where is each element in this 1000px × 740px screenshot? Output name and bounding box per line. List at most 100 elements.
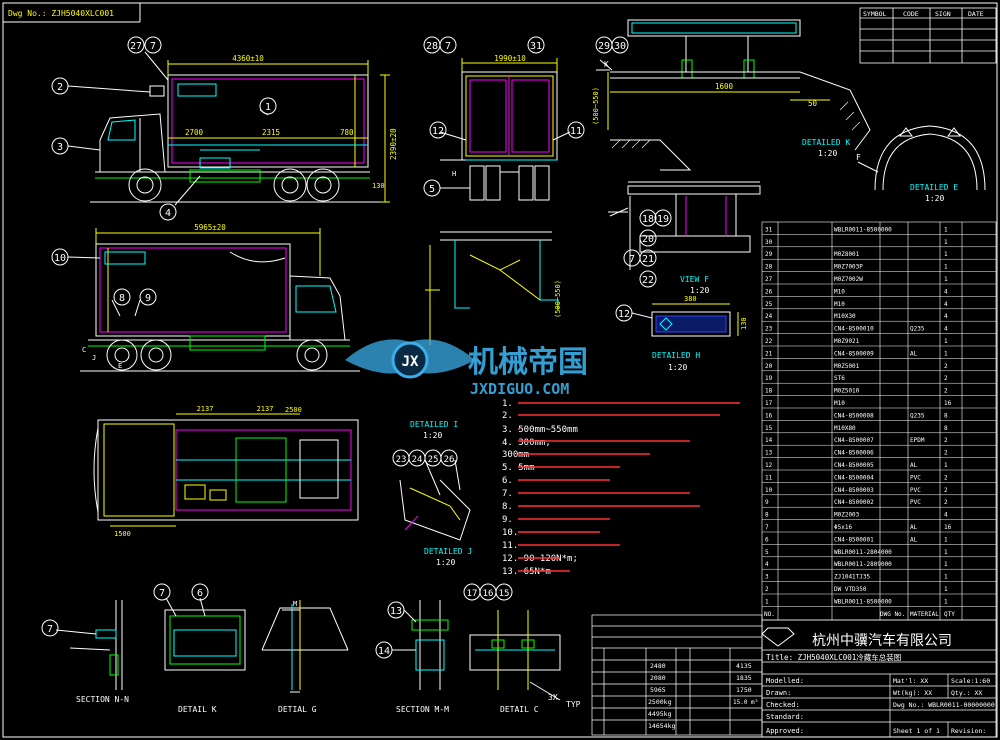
param-dim-1: 4135 bbox=[736, 662, 752, 670]
detail-e bbox=[857, 125, 986, 191]
note-8: 8. bbox=[502, 502, 513, 512]
bom-cell-qty: 8 bbox=[944, 412, 948, 419]
bom-cell-no: 1 bbox=[765, 598, 769, 605]
tb-wt: Wt(kg): XX bbox=[893, 689, 932, 697]
bom-header-no: NO. bbox=[764, 611, 775, 618]
dim-height: 2390±20 bbox=[389, 128, 398, 160]
section-mm-title: SECTION M-M bbox=[396, 705, 449, 714]
balloon-14-circle bbox=[375, 641, 393, 659]
balloon-3: 3 bbox=[57, 142, 63, 153]
bom-cell-code: M0Z8001 bbox=[834, 251, 860, 258]
balloon-21: 21 bbox=[642, 254, 654, 265]
note-5: 5. 5mm bbox=[502, 463, 535, 473]
dim-2137-a: 2137 bbox=[197, 405, 214, 413]
bom-cell-mat: PVC bbox=[910, 487, 921, 494]
bom-cell-qty: 2 bbox=[944, 375, 948, 382]
balloon-18: 18 bbox=[642, 214, 654, 225]
balloon-14: 14 bbox=[378, 646, 390, 657]
detail-k-bottom-title: DETAIL K bbox=[178, 705, 217, 714]
dim-h-130: 130 bbox=[740, 317, 748, 330]
tb-drawn: Drawn: bbox=[766, 689, 791, 697]
bom-cell-qty: 1 bbox=[944, 226, 948, 233]
param-last-right: 4495kg bbox=[648, 710, 672, 718]
dim-rear-width: 1990±10 bbox=[494, 54, 526, 63]
dim-130: 130 bbox=[372, 182, 385, 190]
title-block bbox=[761, 619, 997, 738]
note-3: 3. 500mm~550mm bbox=[502, 425, 578, 435]
tb-modelled: Modelled: bbox=[766, 677, 804, 685]
dim-2137-b: 2137 bbox=[257, 405, 274, 413]
balloon-1: 1 bbox=[265, 102, 271, 113]
param-dim-2: 1835 bbox=[736, 674, 752, 682]
detail-h-scale: 1:20 bbox=[668, 363, 687, 372]
detail-k-bottom bbox=[164, 597, 246, 671]
dim-1500: 1500 bbox=[114, 530, 131, 538]
bom-cell-no: 19 bbox=[765, 375, 773, 382]
bom-cell-code: CN4-8500009 bbox=[834, 350, 874, 357]
detail-k-scale: 1:20 bbox=[818, 149, 837, 158]
balloon-5: 5 bbox=[429, 184, 435, 195]
bom-cell-code: CN4-8500005 bbox=[834, 462, 874, 469]
bom-cell-qty: 1 bbox=[944, 549, 948, 556]
bom-cell-code: CN4-8500004 bbox=[834, 474, 874, 481]
balloon-7b: 7 bbox=[445, 41, 451, 52]
detail-c-typ: TYP bbox=[566, 700, 581, 709]
detail-c-note: 3X bbox=[548, 693, 558, 702]
bom-cell-qty: 2 bbox=[944, 363, 948, 370]
bom-cell-qty: 16 bbox=[944, 400, 952, 407]
param-dim-3: 1750 bbox=[736, 686, 752, 694]
note-10: 10. bbox=[502, 528, 518, 538]
bom-cell-mat: AL bbox=[910, 536, 918, 543]
bom-cell-no: 14 bbox=[765, 437, 773, 444]
balloon-9: 9 bbox=[145, 293, 151, 304]
balloon-13: 13 bbox=[390, 606, 402, 617]
bom-cell-qty: 2 bbox=[944, 437, 948, 444]
label-e: E bbox=[118, 362, 122, 370]
bom-cell-qty: 4 bbox=[944, 288, 948, 295]
bom-cell-qty: 1 bbox=[944, 350, 948, 357]
bom-cell-qty: 1 bbox=[944, 462, 948, 469]
detail-g-title: DETIAL G bbox=[278, 705, 317, 714]
bom-cell-no: 25 bbox=[765, 301, 773, 308]
rev-header-sign: SIGN bbox=[935, 10, 951, 18]
bom-cell-mat: Q235 bbox=[910, 412, 925, 419]
detail-j-title: DETAILED J bbox=[424, 547, 472, 556]
watermark-wings-icon bbox=[345, 339, 475, 374]
bom-cell-code: M0Z7002W bbox=[834, 276, 863, 283]
bom-cell-mat: PVC bbox=[910, 474, 921, 481]
detail-c bbox=[469, 610, 561, 701]
note-6: 6. bbox=[502, 476, 513, 486]
bom-cell-qty: 1 bbox=[944, 536, 948, 543]
bom-cell-qty: 4 bbox=[944, 512, 948, 519]
tb-approved: Approved: bbox=[766, 727, 804, 735]
bom-cell-qty: 1 bbox=[944, 598, 948, 605]
bom-cell-no: 17 bbox=[765, 400, 773, 407]
bom-cell-code: WBLR0011-2804000 bbox=[834, 549, 892, 556]
tb-checked: Checked: bbox=[766, 701, 800, 709]
rev-header-symbol: SYMBOL bbox=[863, 10, 887, 18]
note-4: 4. 300mm, bbox=[502, 438, 551, 448]
bom-cell-qty: 1 bbox=[944, 251, 948, 258]
detail-k-balloons bbox=[595, 36, 629, 54]
company-name: 杭州中骥汽车有限公司 bbox=[812, 632, 952, 649]
dim-i-vert: (500~550) bbox=[554, 280, 562, 318]
bom-cell-qty: 2 bbox=[944, 474, 948, 481]
bom-cell-no: 13 bbox=[765, 450, 773, 457]
balloon-19: 19 bbox=[657, 214, 669, 225]
balloon-31: 31 bbox=[530, 41, 542, 52]
label-f: F bbox=[856, 153, 861, 162]
bom-cell-mat: AL bbox=[910, 350, 918, 357]
balloon-7a: 7 bbox=[150, 41, 156, 52]
balloon-12b-circle bbox=[615, 304, 633, 322]
section-mm bbox=[392, 600, 449, 690]
bom-cell-code: M10 bbox=[834, 400, 845, 407]
balloon-4: 4 bbox=[165, 208, 171, 219]
bom-cell-qty: 2 bbox=[944, 487, 948, 494]
bom-cell-qty: 2 bbox=[944, 450, 948, 457]
detail-i-scale: 1:20 bbox=[423, 431, 442, 440]
detail-h-title: DETAILED H bbox=[652, 351, 700, 360]
label-j: J bbox=[92, 354, 96, 362]
bom-cell-code: Φ5x16 bbox=[834, 524, 852, 531]
bom-cell-no: 16 bbox=[765, 412, 773, 419]
view-f-scale: 1:20 bbox=[690, 286, 709, 295]
